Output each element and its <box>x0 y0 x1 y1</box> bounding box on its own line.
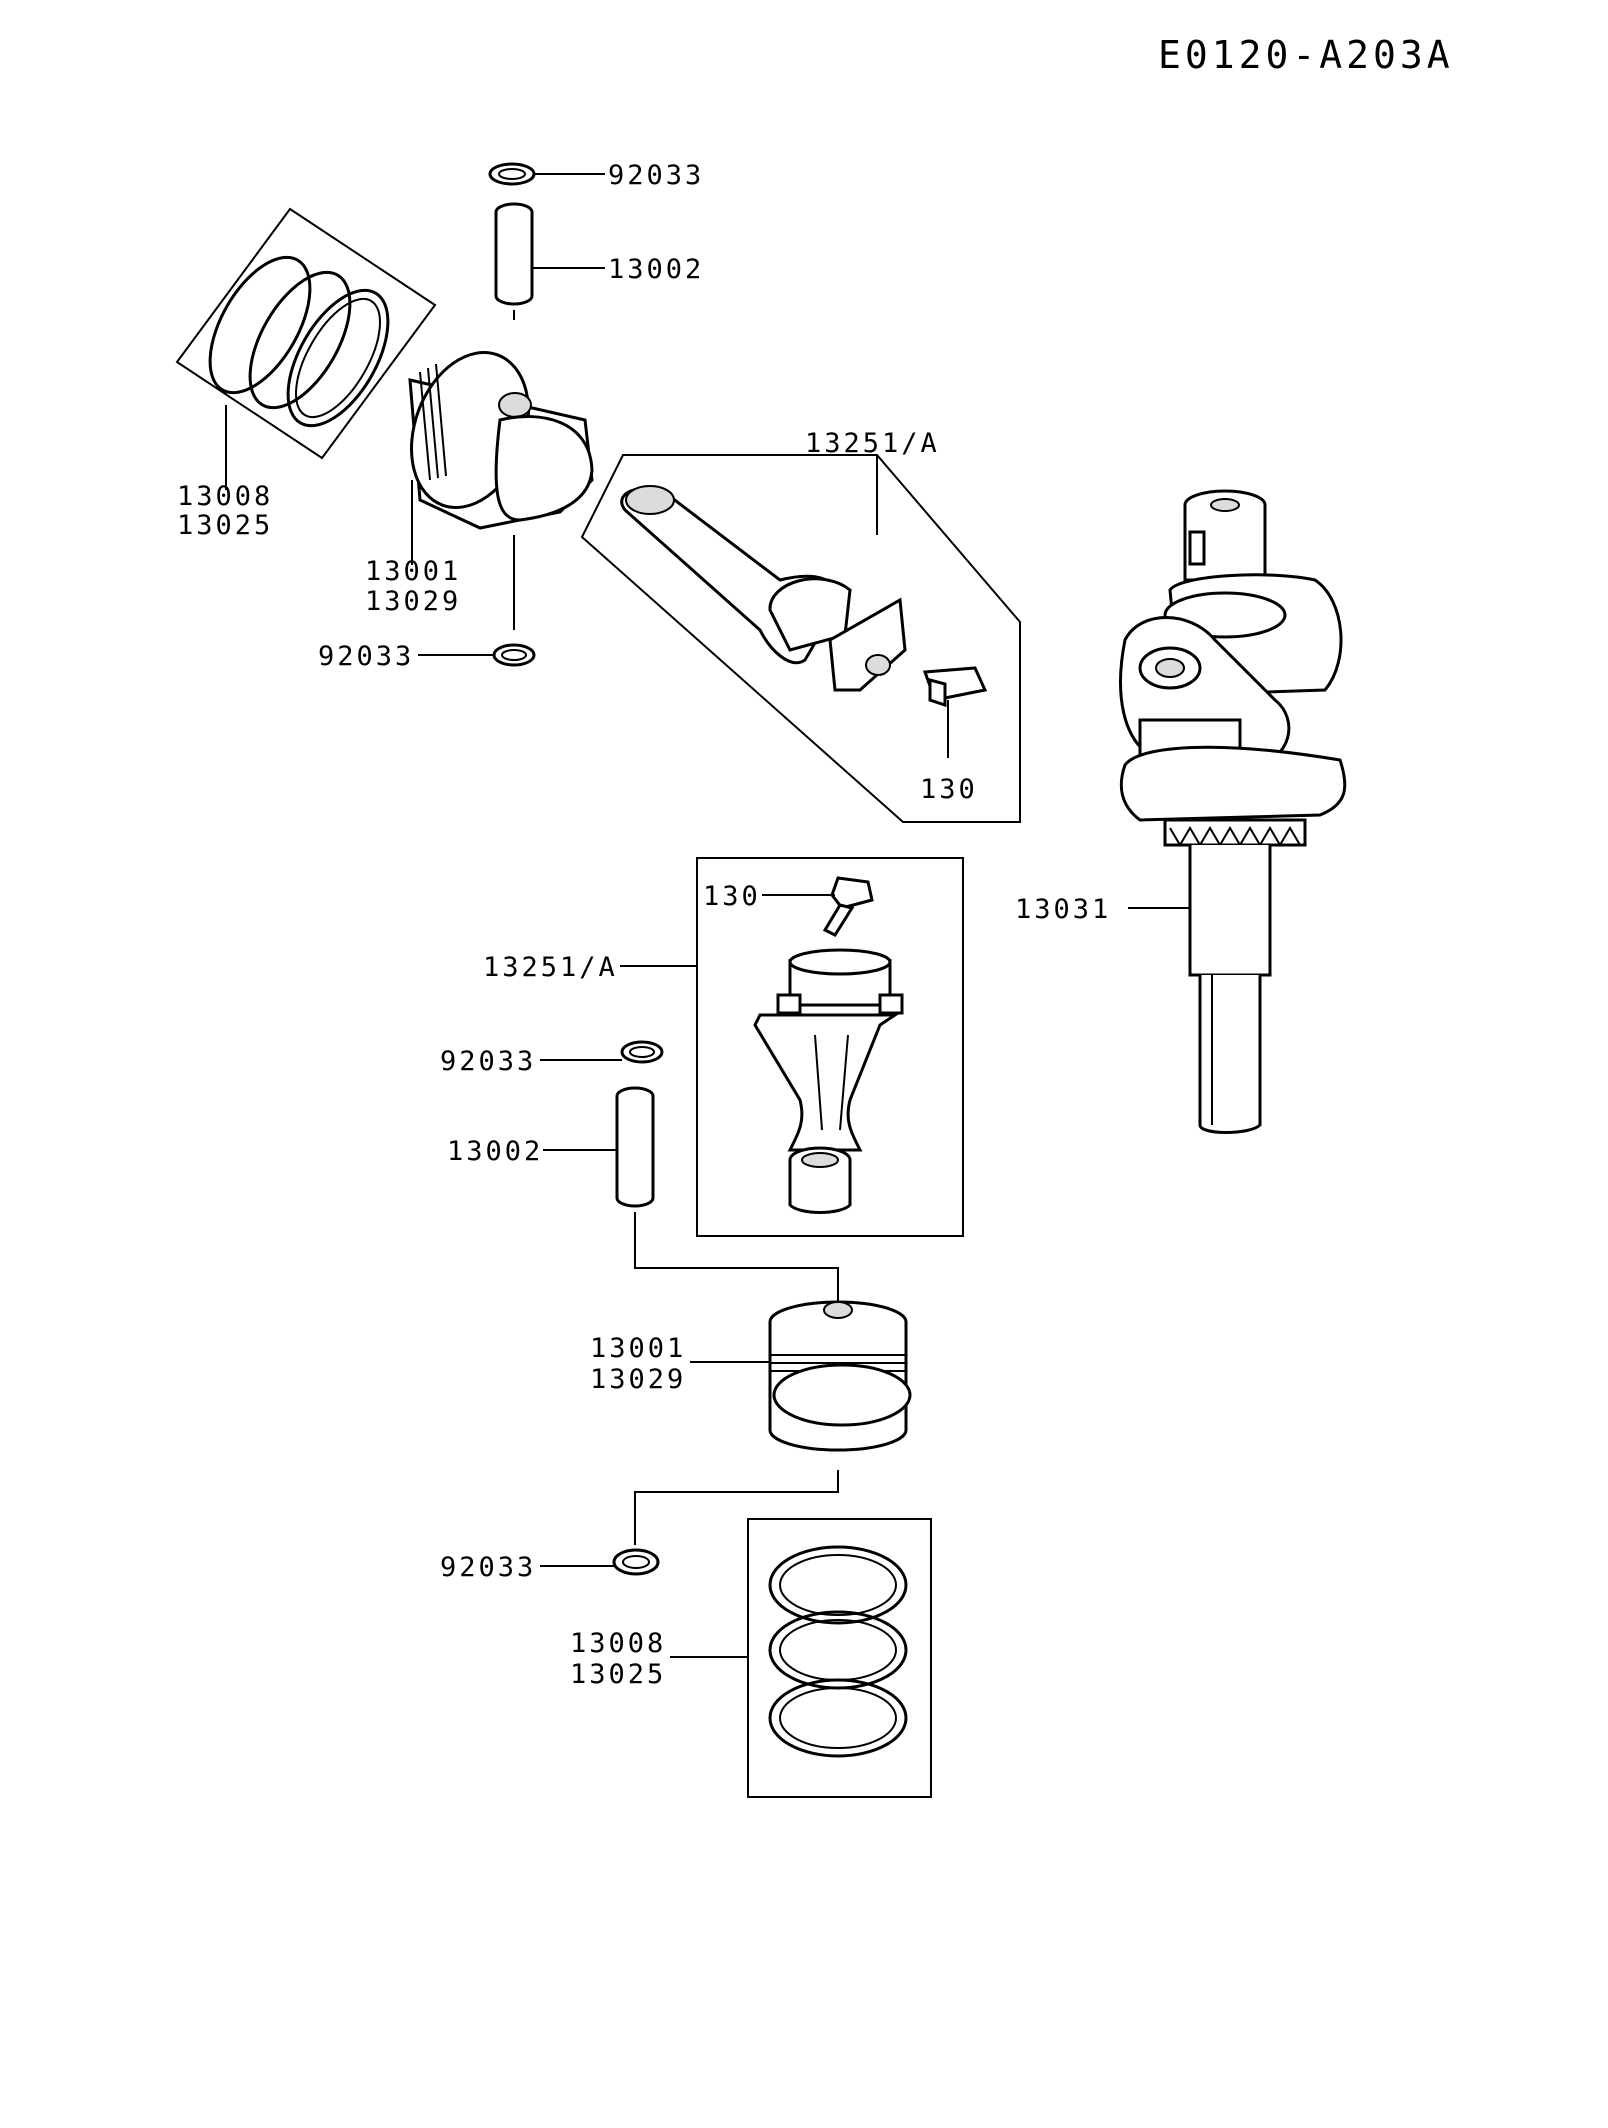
diagram-code: E0120-A203A <box>1158 33 1454 77</box>
callout-13001: 13001 <box>590 1333 686 1364</box>
piston-ring-set-lower <box>768 1545 908 1758</box>
circlip-mid <box>620 1040 664 1064</box>
connecting-rod-mid <box>753 948 904 1214</box>
callout-92033: 92033 <box>318 641 414 672</box>
rod-assembly-frame-mid <box>696 857 964 1237</box>
callout-13029: 13029 <box>590 1364 686 1395</box>
callout-13251-a: 13251/A <box>483 952 618 983</box>
callout-92033: 92033 <box>608 160 704 191</box>
callout-13029: 13029 <box>365 586 461 617</box>
rod-assembly-frame-top <box>580 454 1021 823</box>
callout-13002: 13002 <box>608 254 704 285</box>
piston-top <box>408 351 594 530</box>
callout-13031: 13031 <box>1015 894 1111 925</box>
circlip-lower <box>612 1548 660 1576</box>
rod-bolt-mid <box>822 876 874 937</box>
callout-13008: 13008 <box>177 481 273 512</box>
callout-92033: 92033 <box>440 1046 536 1077</box>
callout-13025: 13025 <box>570 1659 666 1690</box>
crankshaft <box>1119 489 1347 1134</box>
callout-13251-a: 13251/A <box>805 428 940 459</box>
connecting-rod-top <box>620 485 907 692</box>
circlip-top-lower <box>492 643 536 667</box>
callout-92033: 92033 <box>440 1552 536 1583</box>
callout-130: 130 <box>703 881 761 912</box>
callout-13025: 13025 <box>177 510 273 541</box>
rod-bolt-top <box>922 666 988 708</box>
callout-13002: 13002 <box>447 1136 543 1167</box>
circlip-top-upper <box>488 162 536 186</box>
piston-ring-set-top <box>175 207 437 460</box>
piston-pin-top <box>494 202 534 320</box>
callout-130: 130 <box>920 774 978 805</box>
callout-13001: 13001 <box>365 556 461 587</box>
callout-13008: 13008 <box>570 1628 666 1659</box>
piston-pin-mid <box>615 1086 655 1208</box>
leader-line <box>634 1470 839 1545</box>
leader-line <box>634 1212 839 1305</box>
piston-lower <box>768 1300 912 1452</box>
